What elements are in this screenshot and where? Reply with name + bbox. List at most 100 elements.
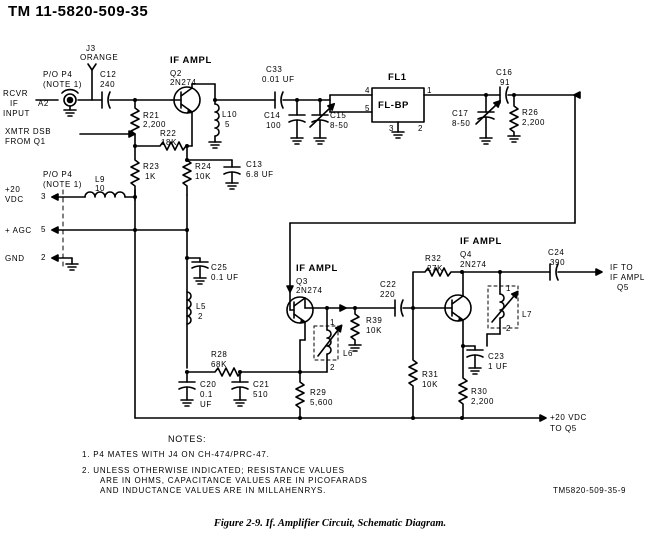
orange-label: ORANGE <box>80 53 119 62</box>
note1-top-label: (NOTE 1) <box>43 80 83 89</box>
resistor-r29 <box>295 371 305 419</box>
c15-label: C15 <box>330 111 347 120</box>
inductor-l6 <box>313 307 345 373</box>
q4-label: Q4 <box>460 250 472 259</box>
fl1-pin2: 2 <box>418 124 424 133</box>
q3-label: Q3 <box>296 277 308 286</box>
resistor-r26 <box>509 94 519 137</box>
l10-value: 5 <box>225 120 231 129</box>
r29-label: R29 <box>310 388 327 397</box>
capacitor-c12 <box>101 91 173 109</box>
q2-type: 2N274 <box>170 78 197 87</box>
c25-value: 0.1 UF <box>211 273 239 282</box>
l6-label: L6 <box>343 349 354 358</box>
r28-label: R28 <box>211 350 228 359</box>
l10-label: L10 <box>222 110 238 119</box>
l9-value: 10 <box>95 184 106 193</box>
if-ampl-q4-label: IF AMPL <box>460 236 502 247</box>
l7-pin2: 2 <box>506 324 512 333</box>
c21-value: 510 <box>253 390 269 399</box>
c21-label: C21 <box>253 380 270 389</box>
r22-value: 18K <box>161 138 178 147</box>
fl-bp-label: FL-BP <box>378 100 409 111</box>
pin-5-label: 5 <box>41 225 47 234</box>
resistor-r30 <box>458 345 468 419</box>
r31-value: 10K <box>422 380 439 389</box>
c22-label: C22 <box>380 280 397 289</box>
j3-test-point <box>87 63 97 101</box>
resistor-r24 <box>182 145 192 196</box>
c12-value: 240 <box>100 80 116 89</box>
q4-type: 2N274 <box>460 260 487 269</box>
r21-value: 2,200 <box>143 120 167 129</box>
note-2-line-2: ARE IN OHMS, CAPACITANCE VALUES ARE IN P… <box>100 476 368 485</box>
to-q5-label: TO Q5 <box>550 424 577 433</box>
c17-label: C17 <box>452 109 469 118</box>
vdc-label: VDC <box>5 195 24 204</box>
resistor-r32 <box>412 267 463 309</box>
r29-value: 5,600 <box>310 398 334 407</box>
note-1: 1. P4 MATES WITH J4 ON CH-474/PRC-47. <box>82 450 270 459</box>
inductor-l7 <box>486 271 521 347</box>
fl1-pin3: 3 <box>389 124 395 133</box>
capacitor-c24 <box>549 263 603 281</box>
c16-label: C16 <box>496 68 513 77</box>
pin-2-label: 2 <box>41 253 47 262</box>
c24-label: C24 <box>548 248 565 257</box>
fl1-pin1: 1 <box>427 86 433 95</box>
note-2-line-3: AND INDUCTANCE VALUES ARE IN MILLAHENRYS… <box>100 486 327 495</box>
r22-label: R22 <box>160 129 177 138</box>
inductor-l10 <box>208 83 222 149</box>
document-header: TM 11-5820-509-35 <box>8 3 149 20</box>
if-to-label: IF TO <box>610 263 634 272</box>
c33-value: 0.01 UF <box>262 75 295 84</box>
r23-value: 1K <box>145 172 156 181</box>
c33-label: C33 <box>266 65 283 74</box>
rcvr-label: RCVR <box>3 89 29 98</box>
fl1-pin5: 5 <box>365 104 371 113</box>
r26-value: 2,200 <box>522 118 546 127</box>
capacitor-c22 <box>394 299 446 317</box>
if-ampl-out-label: IF AMPL <box>610 273 645 282</box>
resistor-r39 <box>350 307 360 346</box>
c16-value: 91 <box>500 78 511 87</box>
r24-value: 10K <box>195 172 212 181</box>
c14-value: 100 <box>266 121 282 130</box>
gnd-label: GND <box>5 254 25 263</box>
transistor-q4 <box>444 271 472 347</box>
fl1-label: FL1 <box>388 72 407 83</box>
c24-value: 390 <box>550 258 566 267</box>
resistor-r23 <box>130 145 140 231</box>
resistor-r22 <box>134 141 188 151</box>
l7-pin1: 1 <box>506 284 512 293</box>
note1-mid-label: (NOTE 1) <box>43 180 83 189</box>
vdc-out-label: +20 VDC <box>550 413 587 422</box>
l6-pin1: 1 <box>330 318 336 327</box>
xmtr-dsb-label: XMTR DSB <box>5 127 52 136</box>
inductor-l9 <box>84 191 126 198</box>
input-connector <box>35 88 103 117</box>
inductor-l5 <box>186 291 192 325</box>
resistor-r28 <box>186 367 301 377</box>
figure-caption: Figure 2-9. If. Amplifier Circuit, Schem… <box>213 518 447 529</box>
capacitor-c17 <box>475 94 504 145</box>
l5-value: 2 <box>198 312 204 321</box>
c23-value: 1 UF <box>488 362 508 371</box>
c25-label: C25 <box>211 263 228 272</box>
l9-label: L9 <box>95 175 106 184</box>
capacitor-c21 <box>231 371 249 407</box>
agc-label: + AGC <box>5 226 32 235</box>
c15-value: 8-50 <box>330 121 349 130</box>
fl1-pin4: 4 <box>365 86 371 95</box>
r26-label: R26 <box>522 108 539 117</box>
c20-label: C20 <box>200 380 217 389</box>
p4-mid-label: P/O P4 <box>43 170 73 179</box>
capacitor-c14 <box>288 99 306 145</box>
input-label: INPUT <box>3 109 30 118</box>
note-2-line-1: 2. UNLESS OTHERWISE INDICATED; RESISTANC… <box>82 466 345 475</box>
c13-value: 6.8 UF <box>246 170 274 179</box>
figure-id: TM5820-509-35-9 <box>553 486 627 495</box>
if-ampl-q2-label: IF AMPL <box>170 55 212 66</box>
pin-3-label: 3 <box>41 192 47 201</box>
resistor-r31 <box>408 307 418 419</box>
